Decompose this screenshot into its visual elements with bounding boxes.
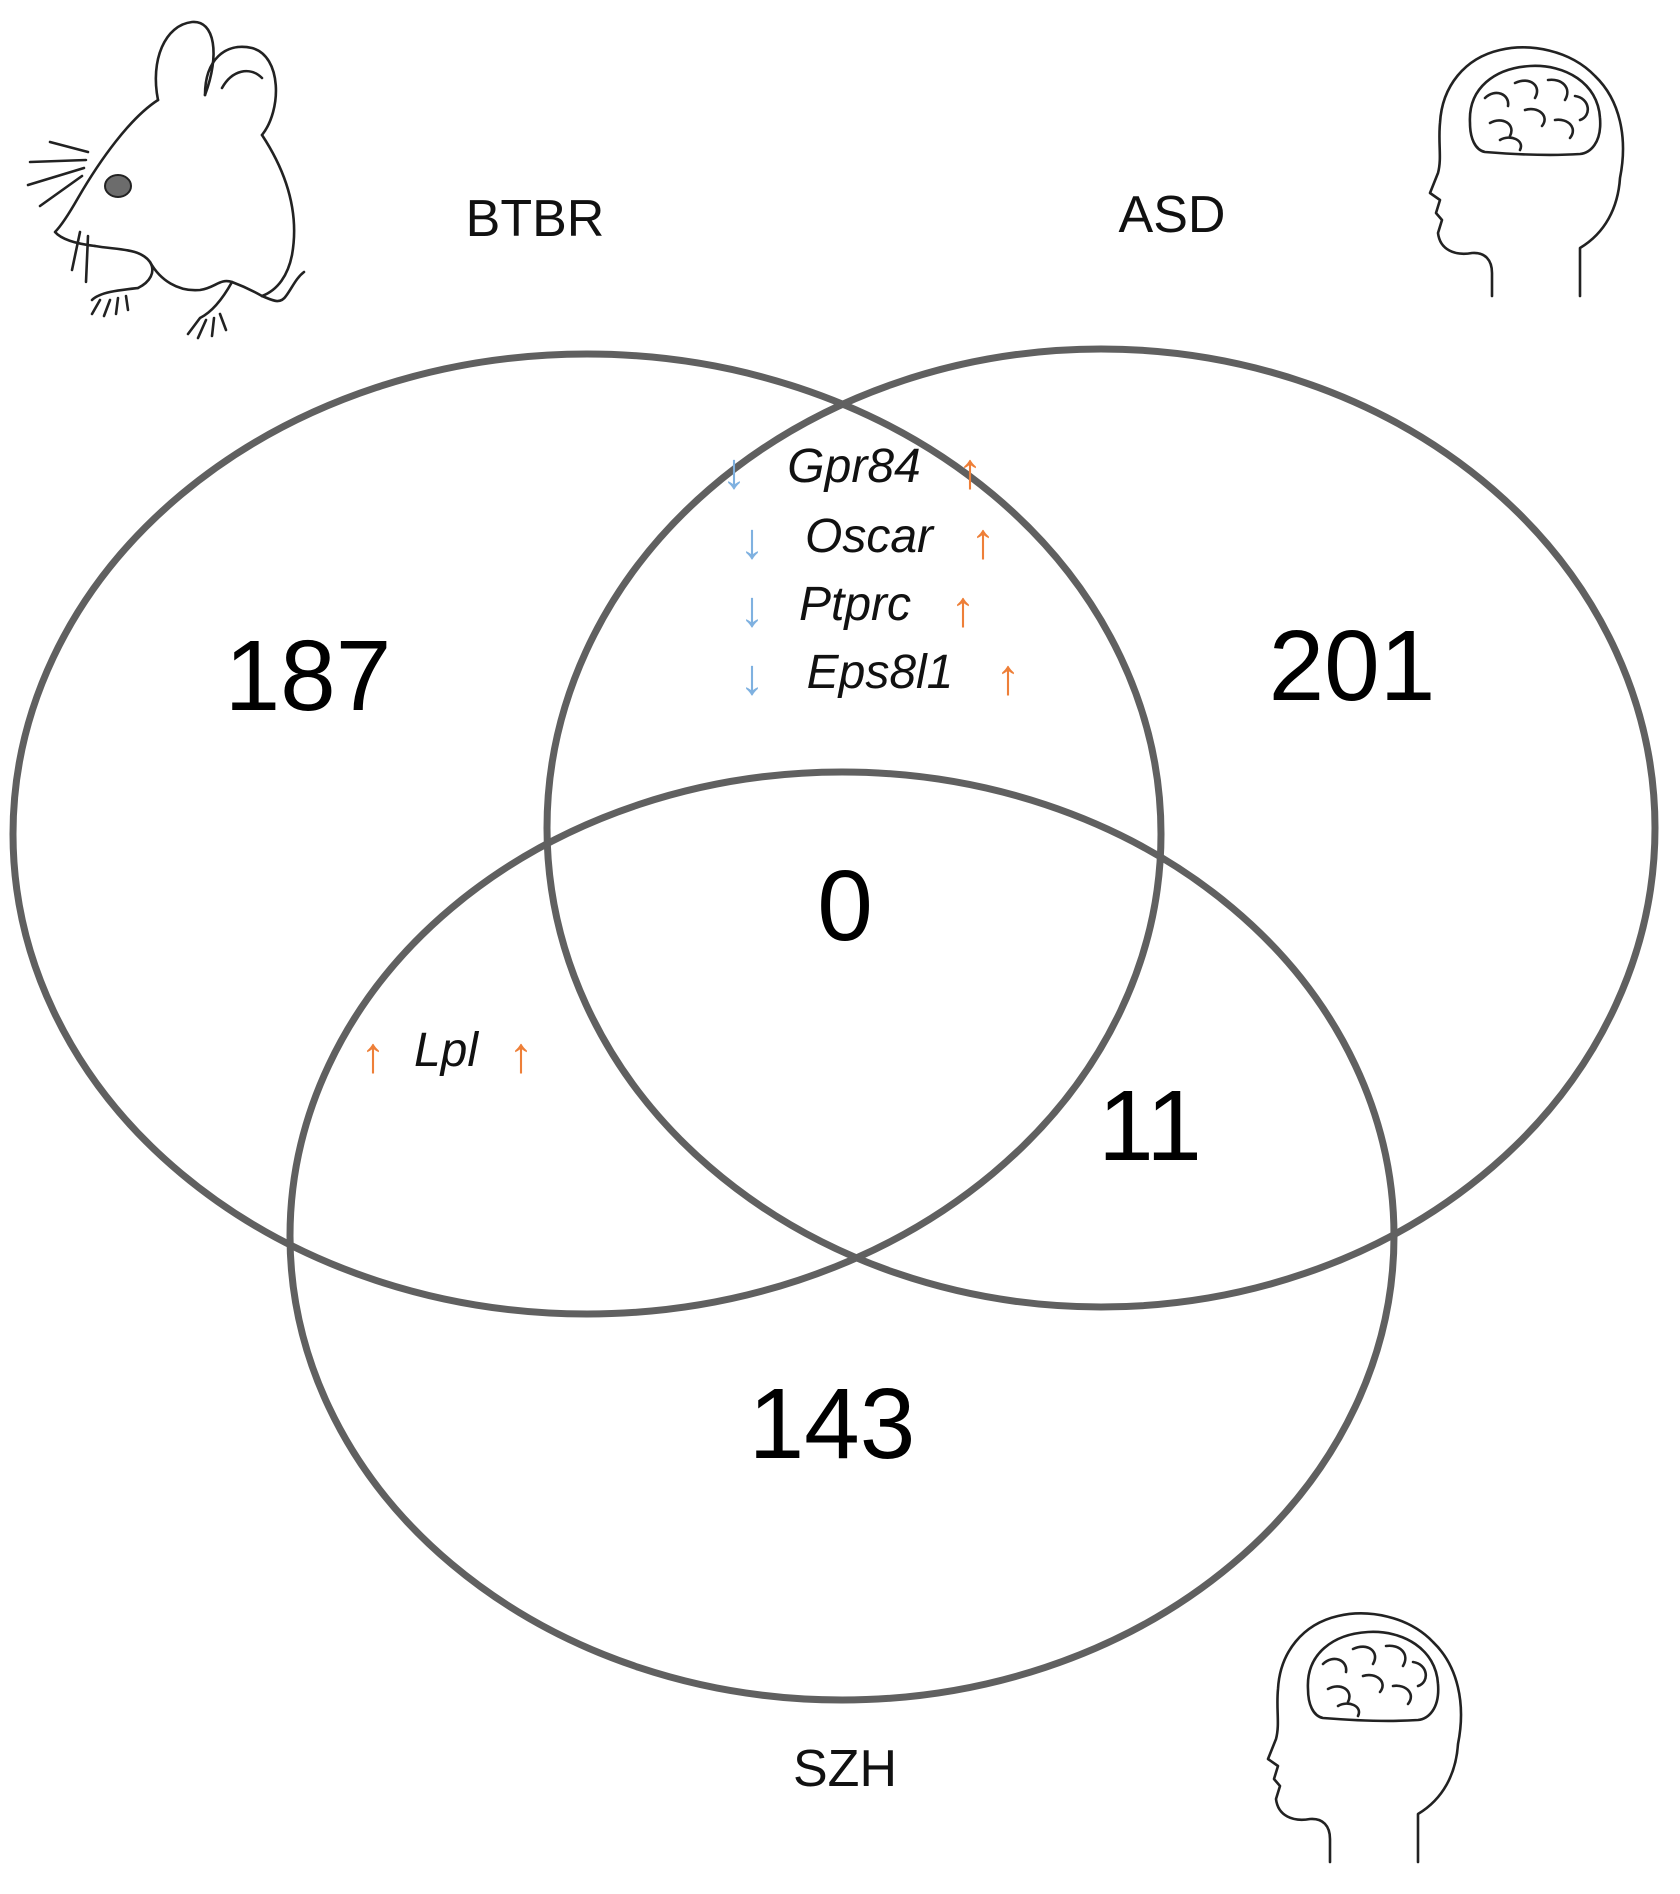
human-head-brain-icon xyxy=(1266,1612,1463,1864)
up-arrow-icon: ↑ xyxy=(361,1027,386,1083)
mouse-icon xyxy=(26,20,306,340)
down-arrow-icon: ↓ xyxy=(740,581,765,637)
count-btbr-only: 187 xyxy=(225,620,392,732)
human-head-brain-icon xyxy=(1428,46,1625,298)
set-label-szh: SZH xyxy=(793,1740,897,1798)
gene-row: ↓ Eps8l1 ↑ xyxy=(740,646,1021,705)
count-szh-only: 143 xyxy=(749,1368,916,1480)
up-arrow-icon: ↑ xyxy=(971,513,996,569)
venn-circle-szh xyxy=(286,768,1398,1704)
count-asd-szh: 11 xyxy=(1098,1070,1202,1182)
venn-circle-btbr xyxy=(9,350,1165,1318)
down-arrow-icon: ↓ xyxy=(740,513,765,569)
set-label-btbr: BTBR xyxy=(466,190,605,248)
gene-list-btbr-asd: ↓ Gpr84 ↑ ↓ Oscar ↑ ↓ Ptprc ↑ ↓ Eps8l1 ↑ xyxy=(722,440,1021,705)
down-arrow-icon: ↓ xyxy=(740,649,765,705)
gene-row: ↓ Ptprc ↑ xyxy=(740,578,976,637)
gene-name: Lpl xyxy=(414,1024,479,1077)
up-arrow-icon: ↑ xyxy=(509,1027,534,1083)
gene-list-btbr-szh: ↑ Lpl ↑ xyxy=(361,1024,534,1083)
gene-row: ↓ Oscar ↑ xyxy=(740,510,996,569)
gene-name: Ptprc xyxy=(799,578,911,631)
gene-row: ↓ Gpr84 ↑ xyxy=(722,440,983,499)
up-arrow-icon: ↑ xyxy=(951,581,976,637)
up-arrow-icon: ↑ xyxy=(958,443,983,499)
count-all-three: 0 xyxy=(817,850,873,962)
count-asd-only: 201 xyxy=(1269,610,1436,722)
venn-circle-asd xyxy=(543,345,1659,1311)
set-label-asd: ASD xyxy=(1119,186,1226,244)
gene-name: Gpr84 xyxy=(787,440,920,493)
up-arrow-icon: ↑ xyxy=(996,649,1021,705)
gene-name: Oscar xyxy=(805,510,935,563)
gene-name: Eps8l1 xyxy=(807,646,954,699)
down-arrow-icon: ↓ xyxy=(722,443,747,499)
